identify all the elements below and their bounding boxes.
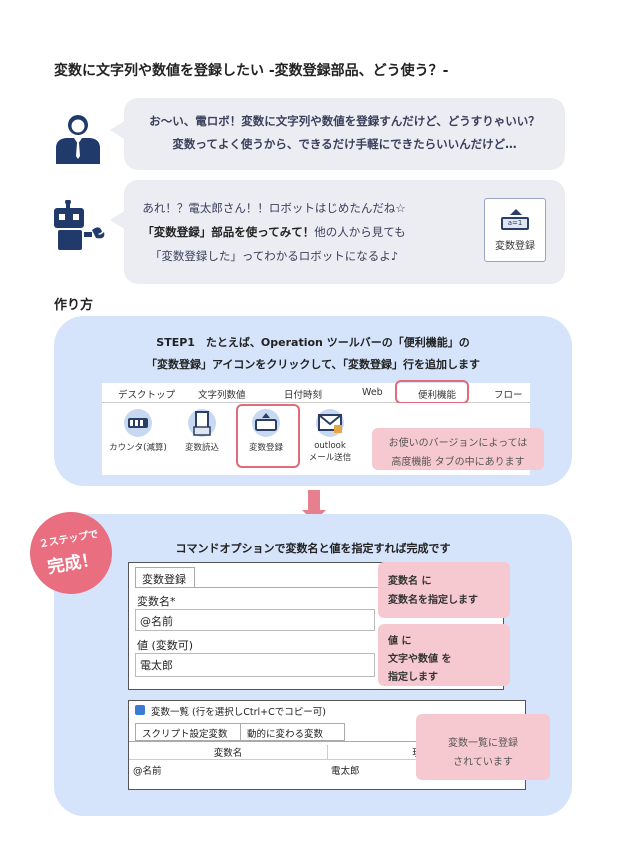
robot-icon (54, 200, 105, 250)
variable-read-icon (188, 409, 216, 437)
variable-register-icon-box: a=1 変数登録 (484, 198, 546, 262)
variable-name-field[interactable]: @名前 (135, 609, 375, 631)
row-variable-name[interactable]: @名前 (133, 766, 162, 777)
highlight-variable-register (236, 404, 300, 468)
robot-avatar (52, 200, 108, 252)
form-tab[interactable]: 変数登録 (135, 567, 195, 587)
note-line: 変数一覧に登録 (448, 738, 518, 749)
tab-flow[interactable]: フロー (494, 390, 523, 401)
question-bubble: お〜い、電ロボ！変数に文字列や数値を登録すんだけど、どうすりゃいい？ 変数ってよ… (110, 98, 565, 170)
name-label: 変数名* (137, 595, 176, 608)
answer-bubble: あれ！？電太郎さん！！ロボットはじめたんだね☆ 「変数登録」部品を使ってみて！他… (110, 180, 565, 284)
name-note: 変数名 に 変数名を指定します (378, 562, 510, 618)
section-title: 作り方 (54, 298, 94, 313)
bubble-line: 「変数登録した」ってわかるロボットになるよ♪ (149, 249, 399, 263)
col-variable-name[interactable]: 変数名 (213, 748, 243, 759)
window-icon (135, 705, 145, 715)
page-title: 変数に文字列や数値を登録したい -変数登録部品、どう使う？- (54, 63, 449, 79)
note-line: 変数名を指定します (388, 595, 478, 606)
businessman-icon (56, 115, 100, 164)
variable-value-field[interactable]: 電太郎 (135, 653, 375, 677)
step1-line: STEP1 たとえば、Operation ツールバーの「便利機能」の (156, 336, 470, 349)
step2-panel: コマンドオプションで変数名と値を指定すれば完成です 変数登録 変数名* @名前 … (54, 514, 572, 816)
bubble-line: お〜い、電ロボ！変数に文字列や数値を登録すんだけど、どうすりゃいい？ (149, 114, 540, 128)
note-line: されています (453, 757, 513, 768)
bubble-rest: 他の人から見ても (314, 225, 406, 239)
version-note: お使いのバージョンによっては 高度機能 タブの中にあります (372, 428, 544, 470)
toolbar-item-label: outlook (314, 441, 346, 451)
variable-register-icon (252, 409, 280, 437)
tab-web[interactable]: Web (362, 387, 383, 398)
row-variable-value[interactable]: 電太郎 (331, 766, 360, 777)
toolbar-item-label: 変数読込 (184, 443, 219, 453)
list-note: 変数一覧に登録 されています (416, 714, 550, 780)
icon-text: a=1 (501, 217, 529, 230)
note-line: 変数名 に (388, 576, 432, 587)
toolbar-item-outlook-mail[interactable]: outlook メール送信 (300, 409, 360, 463)
toolbar-item-counter[interactable]: カウンタ(減算) (108, 409, 168, 453)
toolbar-item-label2: メール送信 (308, 453, 352, 463)
toolbar-item-label: 変数登録 (248, 443, 283, 453)
tab-script-variables[interactable]: スクリプト設定変数 (135, 723, 241, 741)
mail-icon (316, 409, 344, 437)
bubble-line: あれ！？電太郎さん！！ロボットはじめたんだね☆ (142, 201, 406, 215)
window-title: 変数一覧 (行を選択しCtrl+Cでコピー可) (151, 707, 326, 718)
toolbar-item-label: カウンタ(減算) (109, 443, 167, 453)
note-line: 高度機能 タブの中にあります (391, 457, 525, 468)
tab-datetime[interactable]: 日付時刻 (284, 390, 323, 401)
value-label: 値 (変数可) (137, 639, 194, 652)
note-line: 値 に (388, 636, 412, 647)
bubble-bold: 「変数登録」部品を使ってみて！ (142, 225, 315, 239)
down-arrow-icon (308, 490, 320, 512)
tab-utility[interactable]: 便利機能 (418, 390, 457, 401)
step2-heading: コマンドオプションで変数名と値を指定すれば完成です (175, 542, 451, 555)
note-line: 指定します (388, 672, 438, 683)
bubble-line: 変数ってよく使うから、できるだけ手軽にできたらいいんだけど… (172, 137, 517, 151)
toolbar-item-variable-read[interactable]: 変数読込 (172, 409, 232, 453)
toolbar-item-variable-register[interactable]: 変数登録 (236, 409, 296, 453)
note-line: 文字や数値 を (388, 654, 452, 665)
icon-label: 変数登録 (495, 241, 535, 252)
toolbar-tabs: デスクトップ 文字列数値 日付時刻 Web 便利機能 フロー (102, 383, 530, 403)
tab-string-number[interactable]: 文字列数値 (198, 390, 246, 401)
value-note: 値 に 文字や数値 を 指定します (378, 624, 510, 686)
highlight-utility-tab (395, 380, 469, 404)
tab-dynamic-variables[interactable]: 動的に変わる変数 (241, 723, 345, 741)
note-line: お使いのバージョンによっては (388, 438, 528, 449)
variable-register-icon: a=1 (497, 209, 533, 233)
step1-panel: STEP1 たとえば、Operation ツールバーの「便利機能」の 「変数登録… (54, 316, 572, 486)
counter-icon (124, 409, 152, 437)
step1-line: 「変数登録」アイコンをクリックして、「変数登録」行を追加します (145, 358, 481, 371)
bubble-line: 「変数登録」部品を使ってみて！他の人から見ても (124, 224, 424, 240)
person-avatar (52, 112, 104, 164)
tab-desktop[interactable]: デスクトップ (118, 390, 176, 401)
